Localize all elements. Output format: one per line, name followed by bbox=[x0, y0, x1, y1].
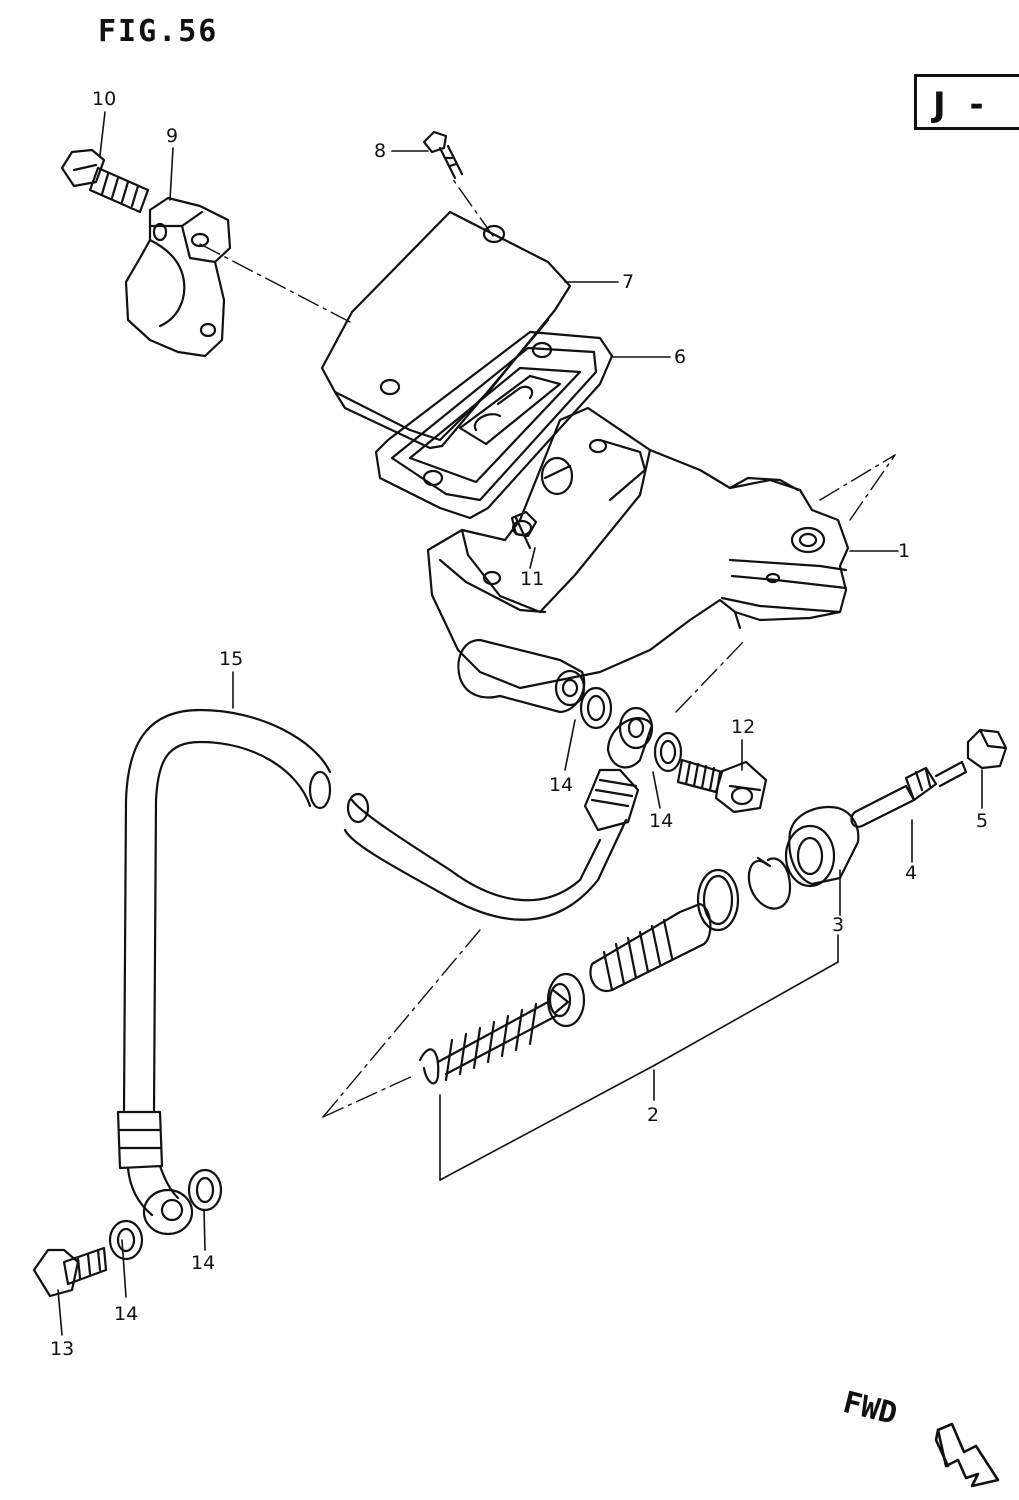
forward-arrow bbox=[934, 1422, 1000, 1488]
washer-part-14-c bbox=[108, 1219, 144, 1261]
washer-part-14-d bbox=[187, 1168, 223, 1212]
center-lines bbox=[199, 177, 896, 1118]
callout-14-d: 14 bbox=[191, 1252, 216, 1274]
callout-1: 1 bbox=[898, 540, 911, 562]
holder-part-9 bbox=[124, 196, 232, 358]
callout-14-b: 14 bbox=[649, 810, 674, 832]
callout-14-c: 14 bbox=[114, 1303, 139, 1325]
callout-15: 15 bbox=[219, 648, 244, 670]
spring-part-2 bbox=[418, 1000, 558, 1085]
screw-part-8 bbox=[422, 130, 464, 180]
pushrod-part-4 bbox=[850, 760, 968, 828]
callout-2: 2 bbox=[647, 1104, 660, 1126]
callout-4: 4 bbox=[905, 862, 918, 884]
model-code: J - bbox=[933, 85, 990, 125]
cap-part-7 bbox=[320, 210, 572, 450]
callout-10: 10 bbox=[92, 88, 117, 110]
boot-part-5 bbox=[966, 728, 1008, 770]
callout-14-a: 14 bbox=[549, 774, 574, 796]
figure-title: FIG.56 bbox=[98, 14, 219, 49]
bolt-part-12 bbox=[676, 758, 768, 814]
callout-12: 12 bbox=[731, 716, 756, 738]
diaphragm-part-6 bbox=[374, 330, 614, 520]
model-code-box: J - bbox=[914, 74, 1019, 130]
leader-lines bbox=[57, 111, 983, 1336]
callout-3: 3 bbox=[832, 914, 845, 936]
screw-part-11 bbox=[510, 510, 538, 538]
master-cylinder-part-1 bbox=[426, 406, 850, 714]
hose-part-15 bbox=[116, 706, 654, 1236]
bolt-part-13 bbox=[32, 1246, 108, 1298]
callout-13: 13 bbox=[50, 1338, 75, 1360]
callout-7: 7 bbox=[622, 271, 635, 293]
washer-part-14-a bbox=[579, 686, 613, 730]
callout-11: 11 bbox=[520, 568, 545, 590]
callout-9: 9 bbox=[166, 125, 179, 147]
callout-6: 6 bbox=[674, 346, 687, 368]
bolt-part-10 bbox=[60, 148, 150, 214]
washer-part-14-b bbox=[653, 731, 683, 773]
piston-part-3 bbox=[546, 806, 860, 1028]
callout-5: 5 bbox=[976, 810, 989, 832]
callout-8: 8 bbox=[374, 140, 387, 162]
